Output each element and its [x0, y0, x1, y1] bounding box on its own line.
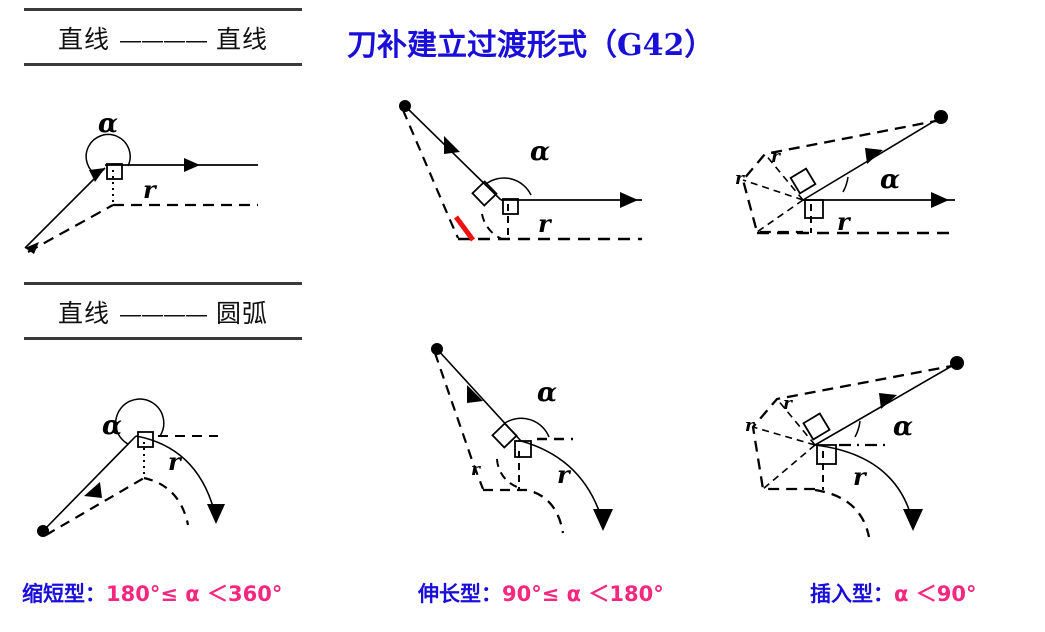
transition-arc-dashed — [496, 458, 518, 488]
incoming-arrowhead — [879, 393, 897, 409]
caption-label-insert: 插入型： — [810, 581, 894, 606]
incoming-arrowhead — [467, 385, 483, 403]
right-angle-marker — [106, 163, 123, 180]
programmed-outgoing-arc — [814, 444, 914, 524]
start-point-arrowhead — [25, 242, 39, 254]
radius-label: r — [853, 462, 868, 491]
incoming-arrowhead — [444, 136, 460, 154]
section-rule-bottom — [24, 63, 302, 66]
angle-arc — [485, 177, 532, 196]
right-angle-marker-offset — [789, 167, 817, 195]
angle-arc — [115, 398, 165, 445]
outgoing-arrowhead — [593, 509, 613, 531]
angle-label: α — [102, 411, 122, 441]
insert-spoke-2 — [752, 426, 816, 446]
outgoing-arrowhead — [184, 158, 200, 172]
caption-condition-shorten: 180°≤ α ＜360° — [106, 582, 283, 606]
section-to-label: 圆弧 — [215, 299, 268, 328]
radius-label: r — [538, 209, 553, 238]
caption-insert: 插入型：α ＜90° — [810, 578, 976, 608]
diagram-line-line-extend: α r — [370, 92, 660, 262]
diagram-line-arc-extend: α r r — [405, 333, 665, 558]
section-dash: ———— — [119, 28, 208, 54]
offset-incoming-dashed — [45, 477, 145, 536]
programmed-incoming-line — [24, 167, 106, 249]
caption-condition-extend: 90°≤ α ＜180° — [502, 582, 664, 606]
radius-label-tertiary: r — [735, 169, 745, 189]
right-angle-marker-offset — [491, 422, 518, 449]
section-rule-top — [24, 8, 302, 11]
angle-label: α — [530, 137, 550, 167]
section-header-label-line-arc: 直线 ———— 圆弧 — [24, 285, 302, 337]
section-dash: ———— — [119, 302, 208, 328]
section-header-line-arc: 直线 ———— 圆弧 — [24, 282, 302, 340]
right-angle-marker — [514, 440, 532, 458]
diagram-line-line-insert: α r r r — [715, 92, 1025, 262]
insert-spoke-1 — [776, 398, 816, 446]
angle-arc — [504, 417, 550, 438]
angle-arc — [854, 420, 861, 438]
right-angle-marker — [816, 444, 837, 465]
radius-label-secondary: r — [783, 394, 793, 414]
radius-label-secondary: r — [771, 147, 781, 167]
section-rule-top — [24, 282, 302, 285]
incoming-arrowhead — [865, 148, 883, 164]
angle-label: α — [537, 378, 557, 408]
offset-outgoing-arc-dashed — [483, 488, 565, 534]
angle-arc — [842, 176, 849, 193]
right-angle-marker — [137, 431, 154, 448]
radius-label: r — [557, 460, 572, 489]
transition-arc-dashed — [481, 213, 503, 240]
right-angle-marker — [804, 199, 824, 219]
offset-incoming-dashed — [401, 109, 460, 239]
offset-incoming-dashed — [27, 204, 114, 253]
section-to-label: 直线 — [215, 25, 268, 54]
radius-label-secondary: r — [471, 460, 481, 480]
section-header-label-line-line: 直线 ———— 直线 — [24, 11, 302, 63]
diagram-line-line-shorten: α r — [0, 100, 290, 260]
caption-label-extend: 伸长型： — [418, 581, 502, 606]
angle-label: α — [880, 165, 900, 195]
caption-shorten: 缩短型：180°≤ α ＜360° — [22, 578, 282, 608]
outgoing-arrowhead — [903, 509, 923, 531]
outgoing-arrowhead — [931, 192, 949, 208]
outgoing-arrowhead — [620, 192, 638, 208]
insert-spoke-1 — [764, 153, 804, 201]
red-extension-segment — [453, 215, 476, 242]
offset-incoming-dashed — [433, 352, 485, 490]
section-rule-bottom — [24, 337, 302, 340]
right-angle-marker-offset — [471, 180, 498, 207]
right-angle-marker — [502, 198, 519, 215]
radius-label: r — [168, 447, 183, 476]
radius-label: r — [143, 175, 158, 204]
right-angle-marker-offset — [802, 412, 831, 441]
offset-outgoing-arc-dashed — [143, 476, 190, 526]
angle-label: α — [98, 109, 118, 139]
incoming-arrowhead — [84, 482, 102, 498]
caption-condition-insert: α ＜90° — [894, 582, 977, 606]
offset-outgoing-arc-dashed — [814, 488, 871, 538]
insert-spoke-2 — [742, 179, 804, 201]
programmed-incoming-line — [404, 105, 502, 201]
radius-label: r — [837, 207, 852, 236]
insert-spoke-3 — [756, 199, 804, 233]
diagram-line-arc-insert: α r r r — [735, 333, 1020, 558]
programmed-outgoing-arc — [135, 435, 217, 519]
section-from-label: 直线 — [58, 25, 111, 54]
caption-label-shorten: 缩短型： — [22, 581, 106, 606]
angle-label: α — [893, 412, 913, 442]
programmed-incoming-line — [42, 435, 137, 532]
angle-arc — [85, 133, 131, 177]
outgoing-arrowhead — [207, 504, 225, 524]
page-title: 刀补建立过渡形式（G42） — [347, 28, 715, 63]
insert-spoke-3 — [762, 444, 816, 490]
section-from-label: 直线 — [58, 299, 111, 328]
caption-extend: 伸长型：90°≤ α ＜180° — [418, 578, 664, 608]
radius-label-tertiary: r — [745, 416, 755, 436]
section-header-line-line: 直线 ———— 直线 — [24, 8, 302, 66]
diagram-line-arc-shorten: α r — [10, 392, 300, 552]
